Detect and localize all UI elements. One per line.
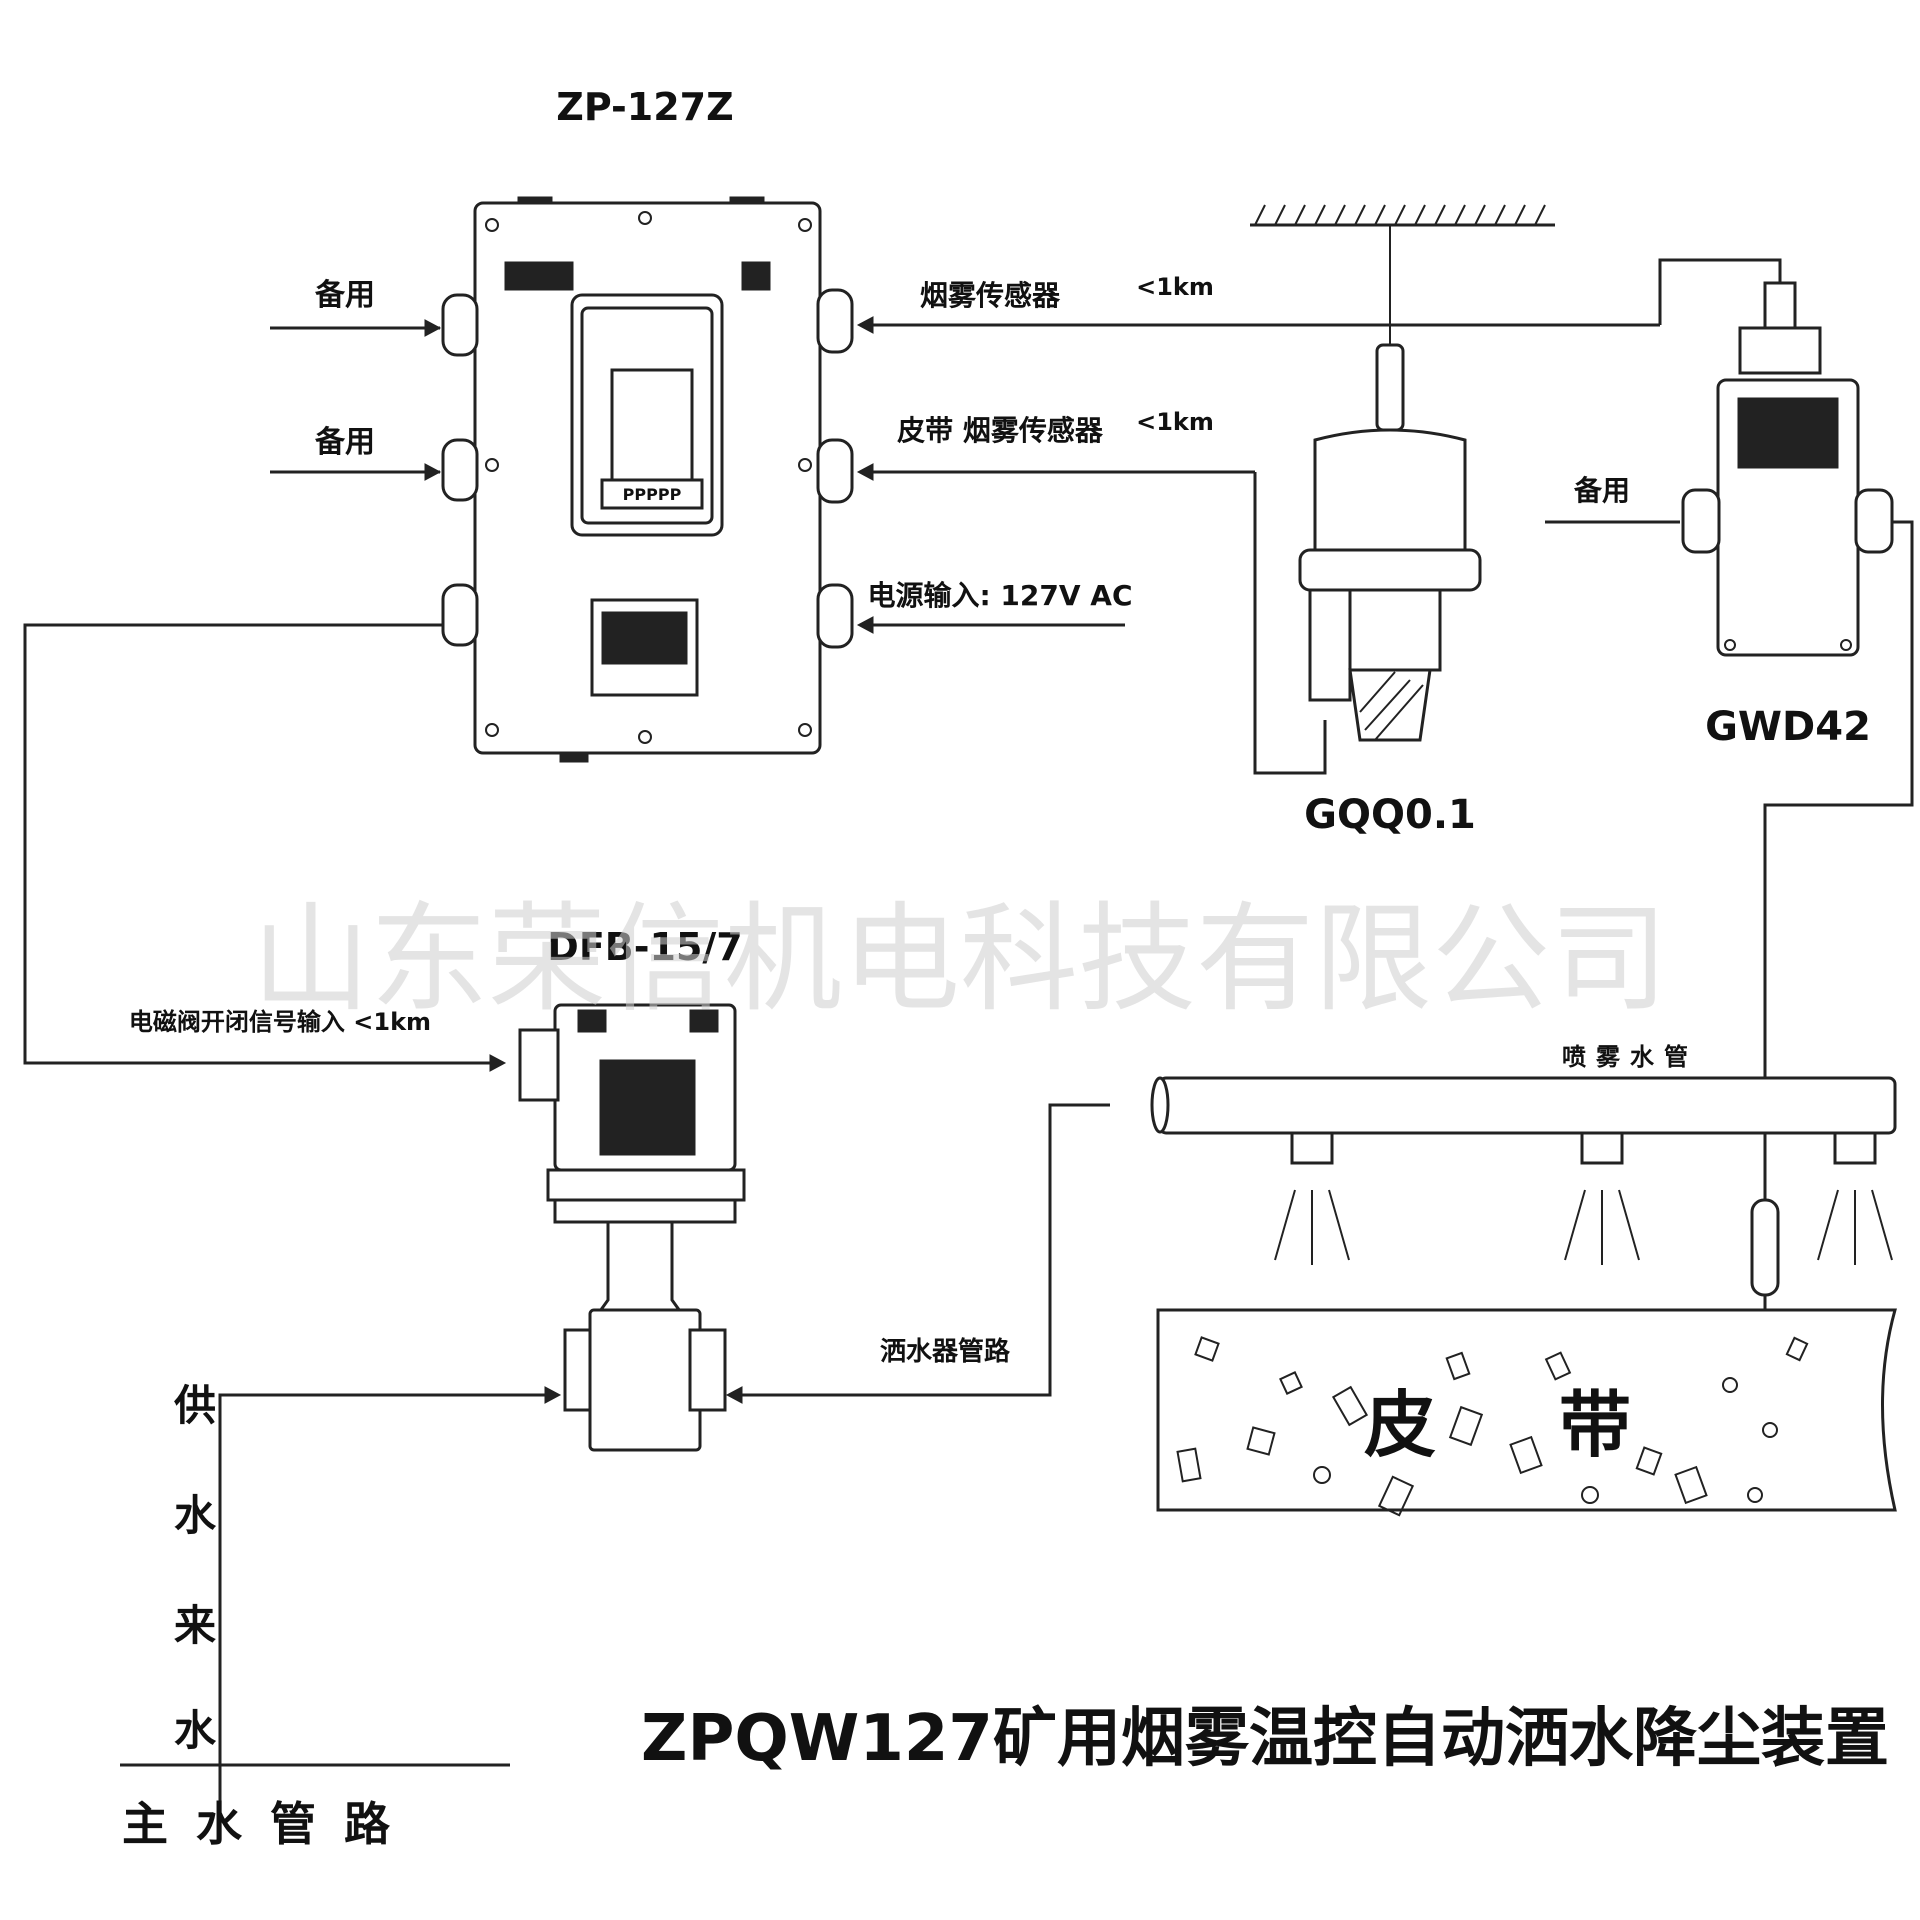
controller-right-port-mid [816, 438, 1327, 775]
controller-left-port-top [270, 293, 479, 357]
smoke-sensor-label: GQQ0.1 [1304, 792, 1476, 838]
water-supply-line [120, 1386, 562, 1815]
controller-left-port-bottom [23, 583, 507, 1072]
svg-text:PPPPP: PPPPP [623, 485, 682, 504]
controller-label: ZP-127Z [556, 85, 733, 129]
valve-input-label: 电磁阀开闭信号输入 <1km [129, 1008, 431, 1036]
main-pipe-label: 主水管路 [122, 1797, 418, 1851]
smoke-sensor [1298, 225, 1482, 742]
water-source-label: 供 水 来 水 [174, 1381, 217, 1755]
water-source-char-3: 来 [174, 1601, 216, 1650]
outlet-pipe-label: 洒水器管路 [880, 1336, 1011, 1367]
sprinkler-pipe [1150, 1076, 1897, 1265]
right-port-mid-label: 皮带 烟雾传感器 [897, 414, 1104, 447]
right-port-top-distance: <1km [1136, 273, 1214, 301]
controller-box: PPPPP [473, 196, 822, 763]
water-source-char-4: 水 [174, 1706, 217, 1755]
water-source-char-2: 水 [174, 1491, 217, 1540]
belt-char-1: 皮 [1364, 1383, 1436, 1467]
belt-char-2: 带 [1559, 1383, 1631, 1467]
sprinkler-pipe-label: 喷雾水管 [1562, 1043, 1698, 1071]
watermark: 山东荣信机电科技有限公司 [252, 890, 1668, 1028]
power-input-label: 电源输入: 127V AC [867, 579, 1132, 612]
conveyor-belt [1156, 1308, 1897, 1517]
controller-right-port-top [816, 258, 1782, 354]
sprinkler-feed-line [725, 1103, 1110, 1404]
right-port-top-label: 烟雾传感器 [920, 279, 1061, 312]
ceiling-hatch [1250, 204, 1555, 227]
controller-left-port-mid [270, 438, 479, 502]
solenoid-valve [518, 1003, 746, 1452]
diagram-title: ZPQW127矿用烟雾温控自动洒水降尘装置 [641, 1702, 1889, 1776]
temp-sensor-label: GWD42 [1705, 704, 1871, 750]
water-source-char-1: 供 [174, 1381, 216, 1430]
valve-label: DFB-15/7 [547, 925, 742, 969]
left-port-top-label: 备用 [315, 278, 375, 313]
temp-sensor-port-label: 备用 [1573, 474, 1630, 507]
controller-right-port-bottom [816, 583, 1125, 649]
right-port-mid-distance: <1km [1136, 408, 1214, 436]
left-port-mid-label: 备用 [315, 425, 375, 460]
temp-sensor [1545, 281, 1914, 1395]
